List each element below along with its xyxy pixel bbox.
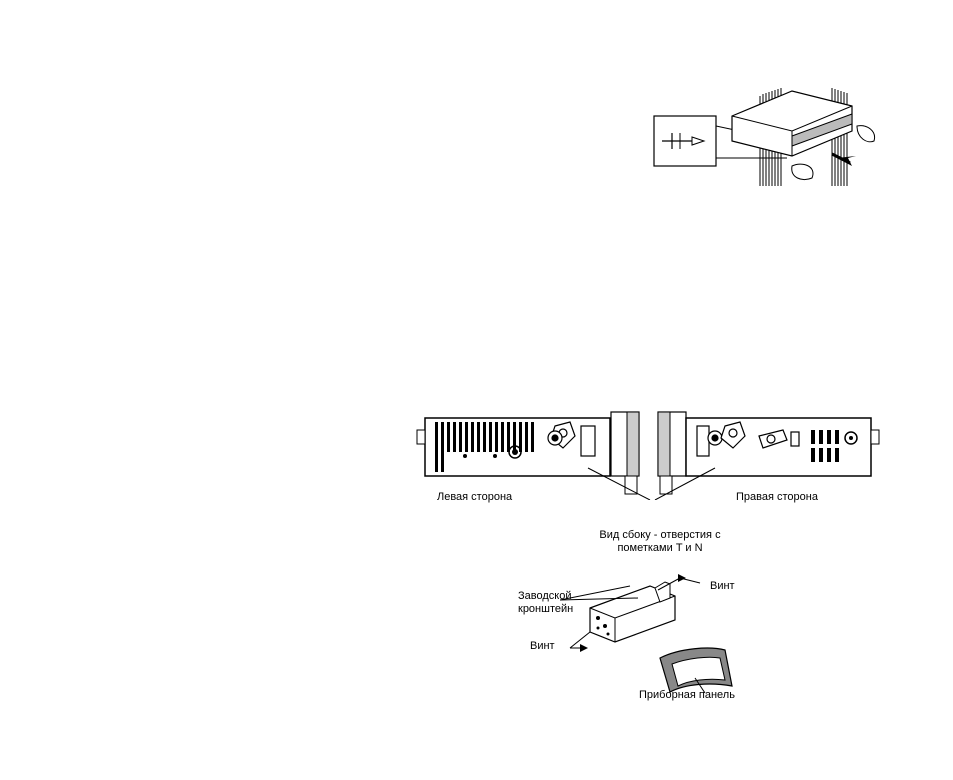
- mounting-diagram-drawing: [560, 568, 735, 693]
- screw-label-left: Винт: [530, 640, 555, 653]
- bracket-label-line1: Заводской: [518, 590, 573, 603]
- right-side-unit: [658, 412, 879, 494]
- holes-caption-line1: Вид сбоку - отверстия с: [570, 529, 750, 542]
- left-side-unit: [417, 412, 639, 494]
- holes-caption: Вид сбоку - отверстия с пометками T и N: [570, 529, 750, 555]
- screw-label-right: Винт: [710, 580, 735, 593]
- holes-caption-line2: пометками T и N: [570, 542, 750, 555]
- panel-label: Приборная панель: [639, 689, 735, 702]
- right-side-label: Правая сторона: [736, 491, 818, 504]
- removal-diagram-drawing: [652, 86, 887, 196]
- bracket-label-line2: кронштейн: [518, 603, 573, 616]
- left-side-label: Левая сторона: [437, 491, 512, 504]
- side-views: [415, 408, 885, 500]
- removal-diagram: [652, 86, 887, 196]
- mounting-diagram: [560, 568, 735, 693]
- bracket-label: Заводской кронштейн: [518, 590, 573, 616]
- side-views-drawing: [415, 408, 885, 500]
